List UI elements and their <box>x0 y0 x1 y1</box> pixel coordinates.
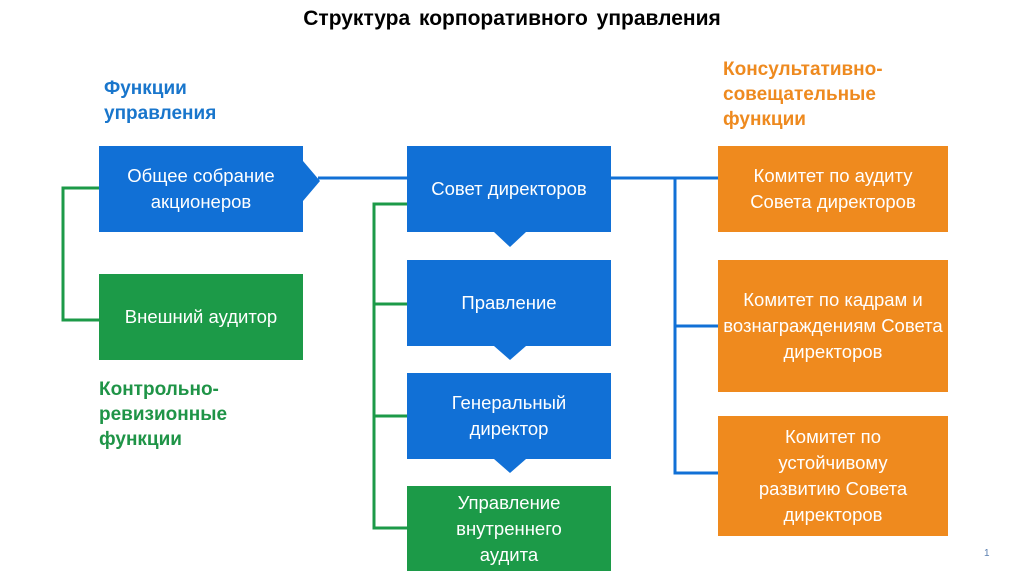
page-number: 1 <box>984 548 990 559</box>
box-general-meeting: Общее собрание акционеров <box>99 146 303 232</box>
arrow-gsa-right <box>303 161 320 201</box>
connector-committees-trunk <box>673 178 718 475</box>
box-ceo: Генеральный директор <box>407 373 611 459</box>
arrow-down-gd <box>494 459 526 473</box>
box-hr-committee: Комитет по кадрам и вознаграждениям Сове… <box>718 260 948 392</box>
section-label-advisory: Консультативно-совещательные функции <box>723 59 883 130</box>
box-board-of-directors: Совет директоров <box>407 146 611 232</box>
box-internal-audit: Управление внутреннего аудита <box>407 486 611 571</box>
box-management-board: Правление <box>407 260 611 346</box>
arrow-down-board <box>494 232 526 247</box>
box-sustainability-committee: Комитет по устойчивому развитию Совета д… <box>718 416 948 536</box>
section-label-control: Контрольно-ревизионные функции <box>99 379 228 450</box>
connector-board-internal-audit <box>372 202 407 530</box>
box-audit-committee: Комитет по аудиту Совета директоров <box>718 146 948 232</box>
page-title: Структура корпоративного управления <box>303 7 721 30</box>
section-label-management: Функции управления <box>104 78 217 124</box>
arrow-down-prav <box>494 346 526 360</box>
box-external-auditor: Внешний аудитор <box>99 274 303 360</box>
connector-gsa-auditor <box>61 186 99 322</box>
